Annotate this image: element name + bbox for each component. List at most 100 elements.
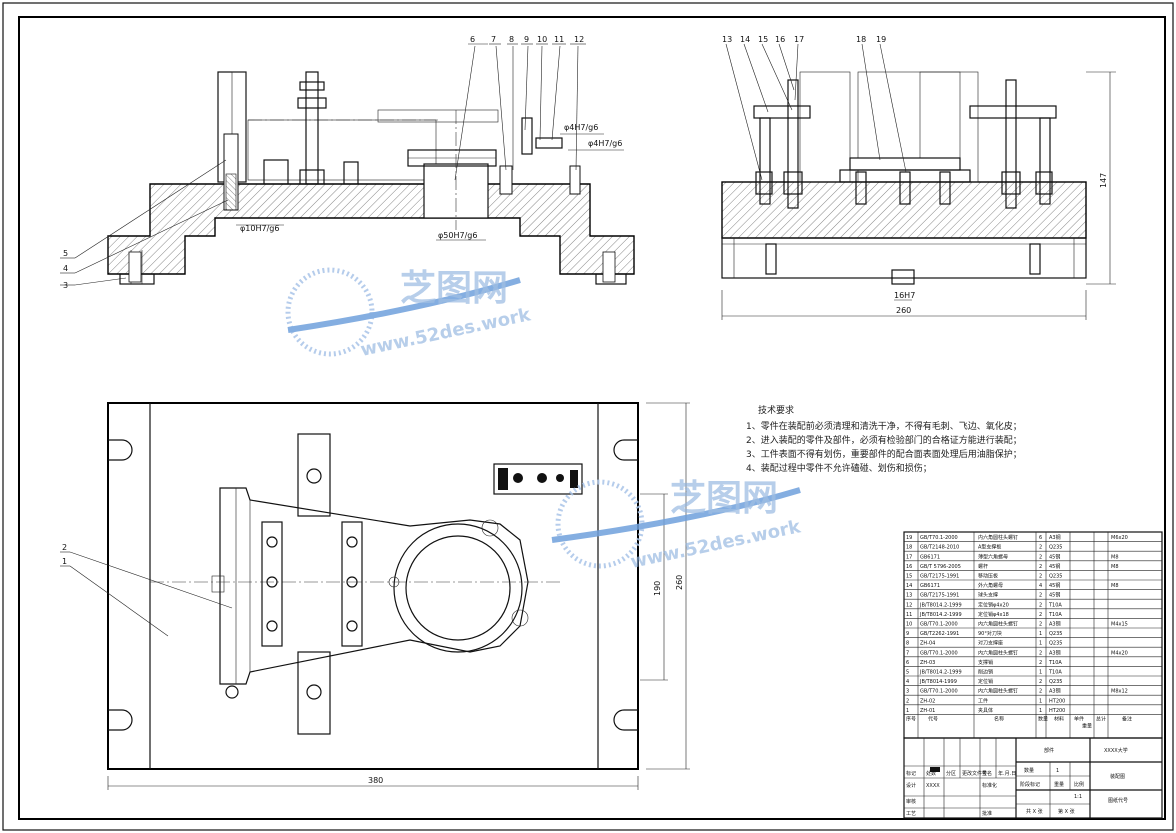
tech-requirement-line: 3、工件表面不得有划伤，重要部件的配合面表面处理后用油脂保护； <box>746 448 1022 460</box>
sheets-total: 共 X 张 <box>1026 808 1043 815</box>
dimension-label: 380 <box>368 776 383 785</box>
bom-cell: 削边销 <box>978 669 993 676</box>
part-number-label: 15 <box>758 35 768 44</box>
tech-requirements-title: 技术要求 <box>758 404 794 416</box>
bom-cell: M6x20 <box>1111 535 1128 541</box>
part-number-label: 5 <box>63 249 68 258</box>
bom-cell: GB6171 <box>920 554 940 560</box>
bom-cell: A3钢 <box>1049 621 1061 628</box>
bom-cell: 1 <box>1039 670 1042 676</box>
bom-cell: M8 <box>1111 564 1119 570</box>
side-view-top-labels: 13 14 15 16 17 18 19 <box>722 35 886 44</box>
bom-cell: 薄型六角螺母 <box>978 553 1008 560</box>
bom-cell: 45钢 <box>1049 563 1060 570</box>
bom-cell: 1 <box>906 708 909 714</box>
bom-cell: A3钢 <box>1049 649 1061 656</box>
bom-cell: 螺杆 <box>978 563 988 570</box>
bom-cell: 10 <box>906 622 912 628</box>
plan-view: 2 1 380 190 260 <box>60 402 690 790</box>
bom-cell: 1 <box>1039 631 1042 637</box>
bom-cell: 11 <box>906 612 912 618</box>
bom-cell: 对刀支撑座 <box>978 640 1003 647</box>
weight-label: 重量 <box>1054 781 1064 788</box>
bom-header-cell: 代号 <box>928 715 938 722</box>
bom-header-cell: 总计 <box>1096 715 1106 722</box>
stage-label: 阶段标记 <box>1020 781 1040 788</box>
bom-cell: 2 <box>1039 602 1042 608</box>
bom-cell: 5 <box>906 670 909 676</box>
bom-cell: Q235 <box>1049 574 1062 580</box>
bom-cell: T10A <box>1048 602 1062 608</box>
tech-requirements: 技术要求 1、零件在装配前必须清理和清洗干净，不得有毛刺、飞边、氧化皮； 2、进… <box>746 404 1022 474</box>
bom-cell: 6 <box>906 660 909 666</box>
dimension-label: 260 <box>675 575 684 590</box>
qty-value: 1 <box>1056 768 1059 774</box>
bom-cell: GB6171 <box>920 583 940 589</box>
rev-col: 分区 <box>946 770 956 777</box>
bom-header-cell: 材料 <box>1054 715 1064 722</box>
bom-cell: JB/T8014.2-1999 <box>919 612 962 618</box>
part-number-label: 1 <box>62 557 67 566</box>
bom-cell: GB/T70.1-2000 <box>920 622 958 628</box>
rev-col: 标记 <box>906 770 916 777</box>
bom-cell: 7 <box>906 650 909 656</box>
part-number-label: 2 <box>62 543 67 552</box>
watermark-2: 芝图网 www.52des.work <box>551 478 803 573</box>
bom-cell: 3 <box>906 689 909 695</box>
bom-cell: 2 <box>1039 574 1042 580</box>
bom-cell: 9 <box>906 631 909 637</box>
bom-cell: GB/T2262-1991 <box>920 631 959 637</box>
bom-cell: 45钢 <box>1049 582 1060 589</box>
bom-cell: 夹具体 <box>978 707 993 714</box>
bom-cell: JB/T8014.2-1999 <box>919 670 962 676</box>
std-label: 标准化 <box>982 782 997 789</box>
bom-cell: M4x15 <box>1111 622 1128 628</box>
bom-cell: 内六角圆柱头螺钉 <box>978 621 1018 628</box>
dimension-label: 190 <box>653 581 662 596</box>
bom-cell: 13 <box>906 593 912 599</box>
part-number-label: 17 <box>794 35 804 44</box>
fit-label: φ4H7/g6 <box>564 123 598 132</box>
bom-cell: 2 <box>1039 660 1042 666</box>
bom-cell: 2 <box>1039 650 1042 656</box>
rev-col: 年.月.日 <box>998 770 1016 777</box>
bom-cell: GB/T 5796-2005 <box>920 564 961 570</box>
bom-header-cell: 数量 <box>1038 715 1048 722</box>
bom-cell: 2 <box>1039 679 1042 685</box>
bom-cell: 1 <box>1039 708 1042 714</box>
front-view-top-labels: 6 7 8 9 10 11 12 <box>470 35 584 44</box>
bom-cell: GB/T70.1-2000 <box>920 650 958 656</box>
side-view: 13 14 15 16 17 18 19 147 260 16H7 <box>721 35 1116 320</box>
bom-cell: 4 <box>1039 583 1042 589</box>
bom-cell: A3钢 <box>1049 534 1061 541</box>
bom-cell: 定位销φ4x18 <box>978 611 1009 618</box>
rev-col: 处数 <box>926 770 936 777</box>
bom-cell: GB/T2148-2010 <box>920 545 959 551</box>
bom-cell: GB/T70.1-2000 <box>920 689 958 695</box>
title-block: 部件 XXXX大学 数量 1 装配图 比例 1:1 重量 阶段标记 图纸代号 共… <box>903 737 1163 819</box>
bom-cell: T10A <box>1048 660 1062 666</box>
bom-cell: ZH-03 <box>920 660 935 666</box>
part-number-label: 7 <box>491 35 496 44</box>
bom-cell: 定位销φ4x20 <box>978 601 1009 608</box>
school-name: XXXX大学 <box>1104 747 1128 754</box>
bom-cell: Q235 <box>1049 545 1062 551</box>
bom-header-sub: 重量 <box>1082 722 1092 729</box>
part-number-label: 3 <box>63 281 68 290</box>
bom-cell: 1 <box>1039 641 1042 647</box>
dimension-label: 16H7 <box>894 291 915 300</box>
fit-label: φ10H7/g6 <box>240 224 279 233</box>
bom-header-cell: 备注 <box>1122 715 1132 722</box>
bom-cell: 内六角圆柱头螺钉 <box>978 649 1018 656</box>
process-label: 工艺 <box>906 811 916 817</box>
dimension-label: 147 <box>1099 173 1108 188</box>
watermark-1: 芝图网 www.52des.work <box>285 267 533 361</box>
bom-cell: M8x12 <box>1111 689 1128 695</box>
design-label: 设计 <box>906 782 916 789</box>
front-view: 6 7 8 9 10 11 12 5 4 3 φ4H7/g6 φ4H7/g6 φ… <box>60 35 635 290</box>
bom-cell: 2 <box>1039 689 1042 695</box>
bom-cell: 8 <box>906 641 909 647</box>
bom-cell: ZH-02 <box>920 698 935 704</box>
bom-header-cell: 名称 <box>994 715 1004 722</box>
